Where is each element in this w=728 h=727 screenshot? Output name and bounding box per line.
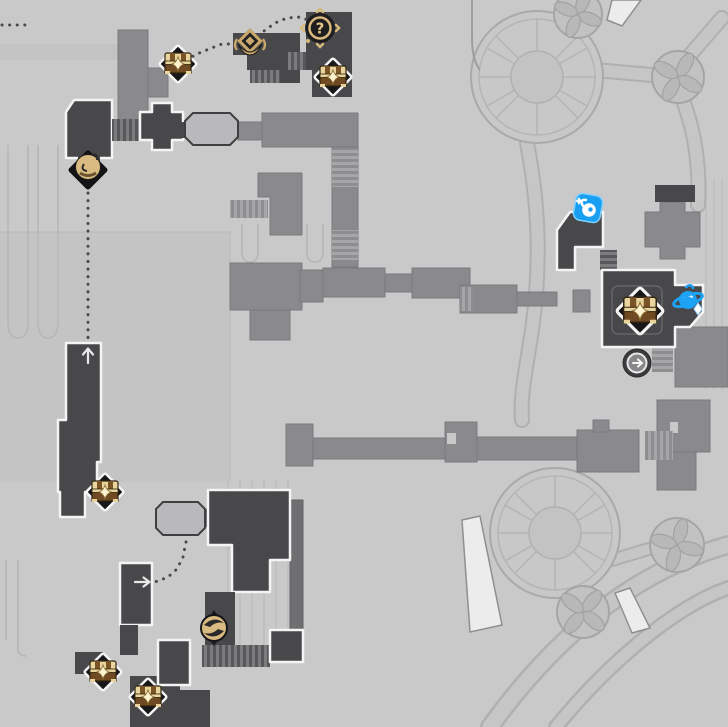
mystery-marker[interactable]: ? <box>296 4 344 52</box>
route-trails <box>0 15 315 585</box>
mid-structures <box>117 29 728 634</box>
unknown-mission-icon: ? <box>299 7 341 49</box>
map-exit-icon <box>622 348 652 378</box>
gold-emblem-icon <box>233 28 267 56</box>
chest-marker[interactable] <box>79 648 127 696</box>
emblem-marker[interactable] <box>226 17 274 65</box>
blue-planet-icon <box>672 284 704 316</box>
treasure-chest-icon <box>158 44 198 84</box>
chest-marker[interactable] <box>309 53 357 101</box>
rosette-plaza-top <box>470 10 604 144</box>
chest-marker[interactable] <box>610 281 670 341</box>
chest-marker[interactable] <box>154 40 202 88</box>
chest-marker[interactable] <box>81 468 129 516</box>
treasure-chest-icon <box>83 652 123 692</box>
plaza-circles <box>461 0 728 727</box>
arrow-right-marker <box>118 558 166 606</box>
arrow-up-marker <box>64 332 112 380</box>
treasure-chest-icon <box>615 286 665 336</box>
blue-trotter-marker[interactable] <box>564 184 612 232</box>
trail-route-bottom <box>149 540 188 585</box>
light-wedges <box>461 0 652 634</box>
wheel-decor <box>553 0 705 639</box>
blue-planet-marker[interactable] <box>664 276 712 324</box>
exit-circle-marker[interactable] <box>613 339 661 387</box>
swirl-marker[interactable] <box>190 604 238 652</box>
gold-swirl-icon <box>200 610 228 646</box>
treasure-chest-icon <box>85 472 125 512</box>
chest-marker[interactable] <box>124 673 172 721</box>
floor-arrow-right-icon <box>133 576 151 588</box>
floor-arrow-up-icon <box>81 347 95 365</box>
floor-loop-decor <box>5 145 324 657</box>
svg-text:?: ? <box>316 20 325 38</box>
treasure-chest-icon <box>313 57 353 97</box>
warp-creature-icon <box>68 150 108 190</box>
treasure-chest-icon <box>128 677 168 717</box>
trail-quest-route-top-b <box>186 42 238 61</box>
rosette-plaza-bottom <box>489 467 621 599</box>
trotter-marker[interactable] <box>64 146 112 194</box>
explored-rooms <box>56 12 705 727</box>
blue-creature-icon <box>572 192 604 224</box>
